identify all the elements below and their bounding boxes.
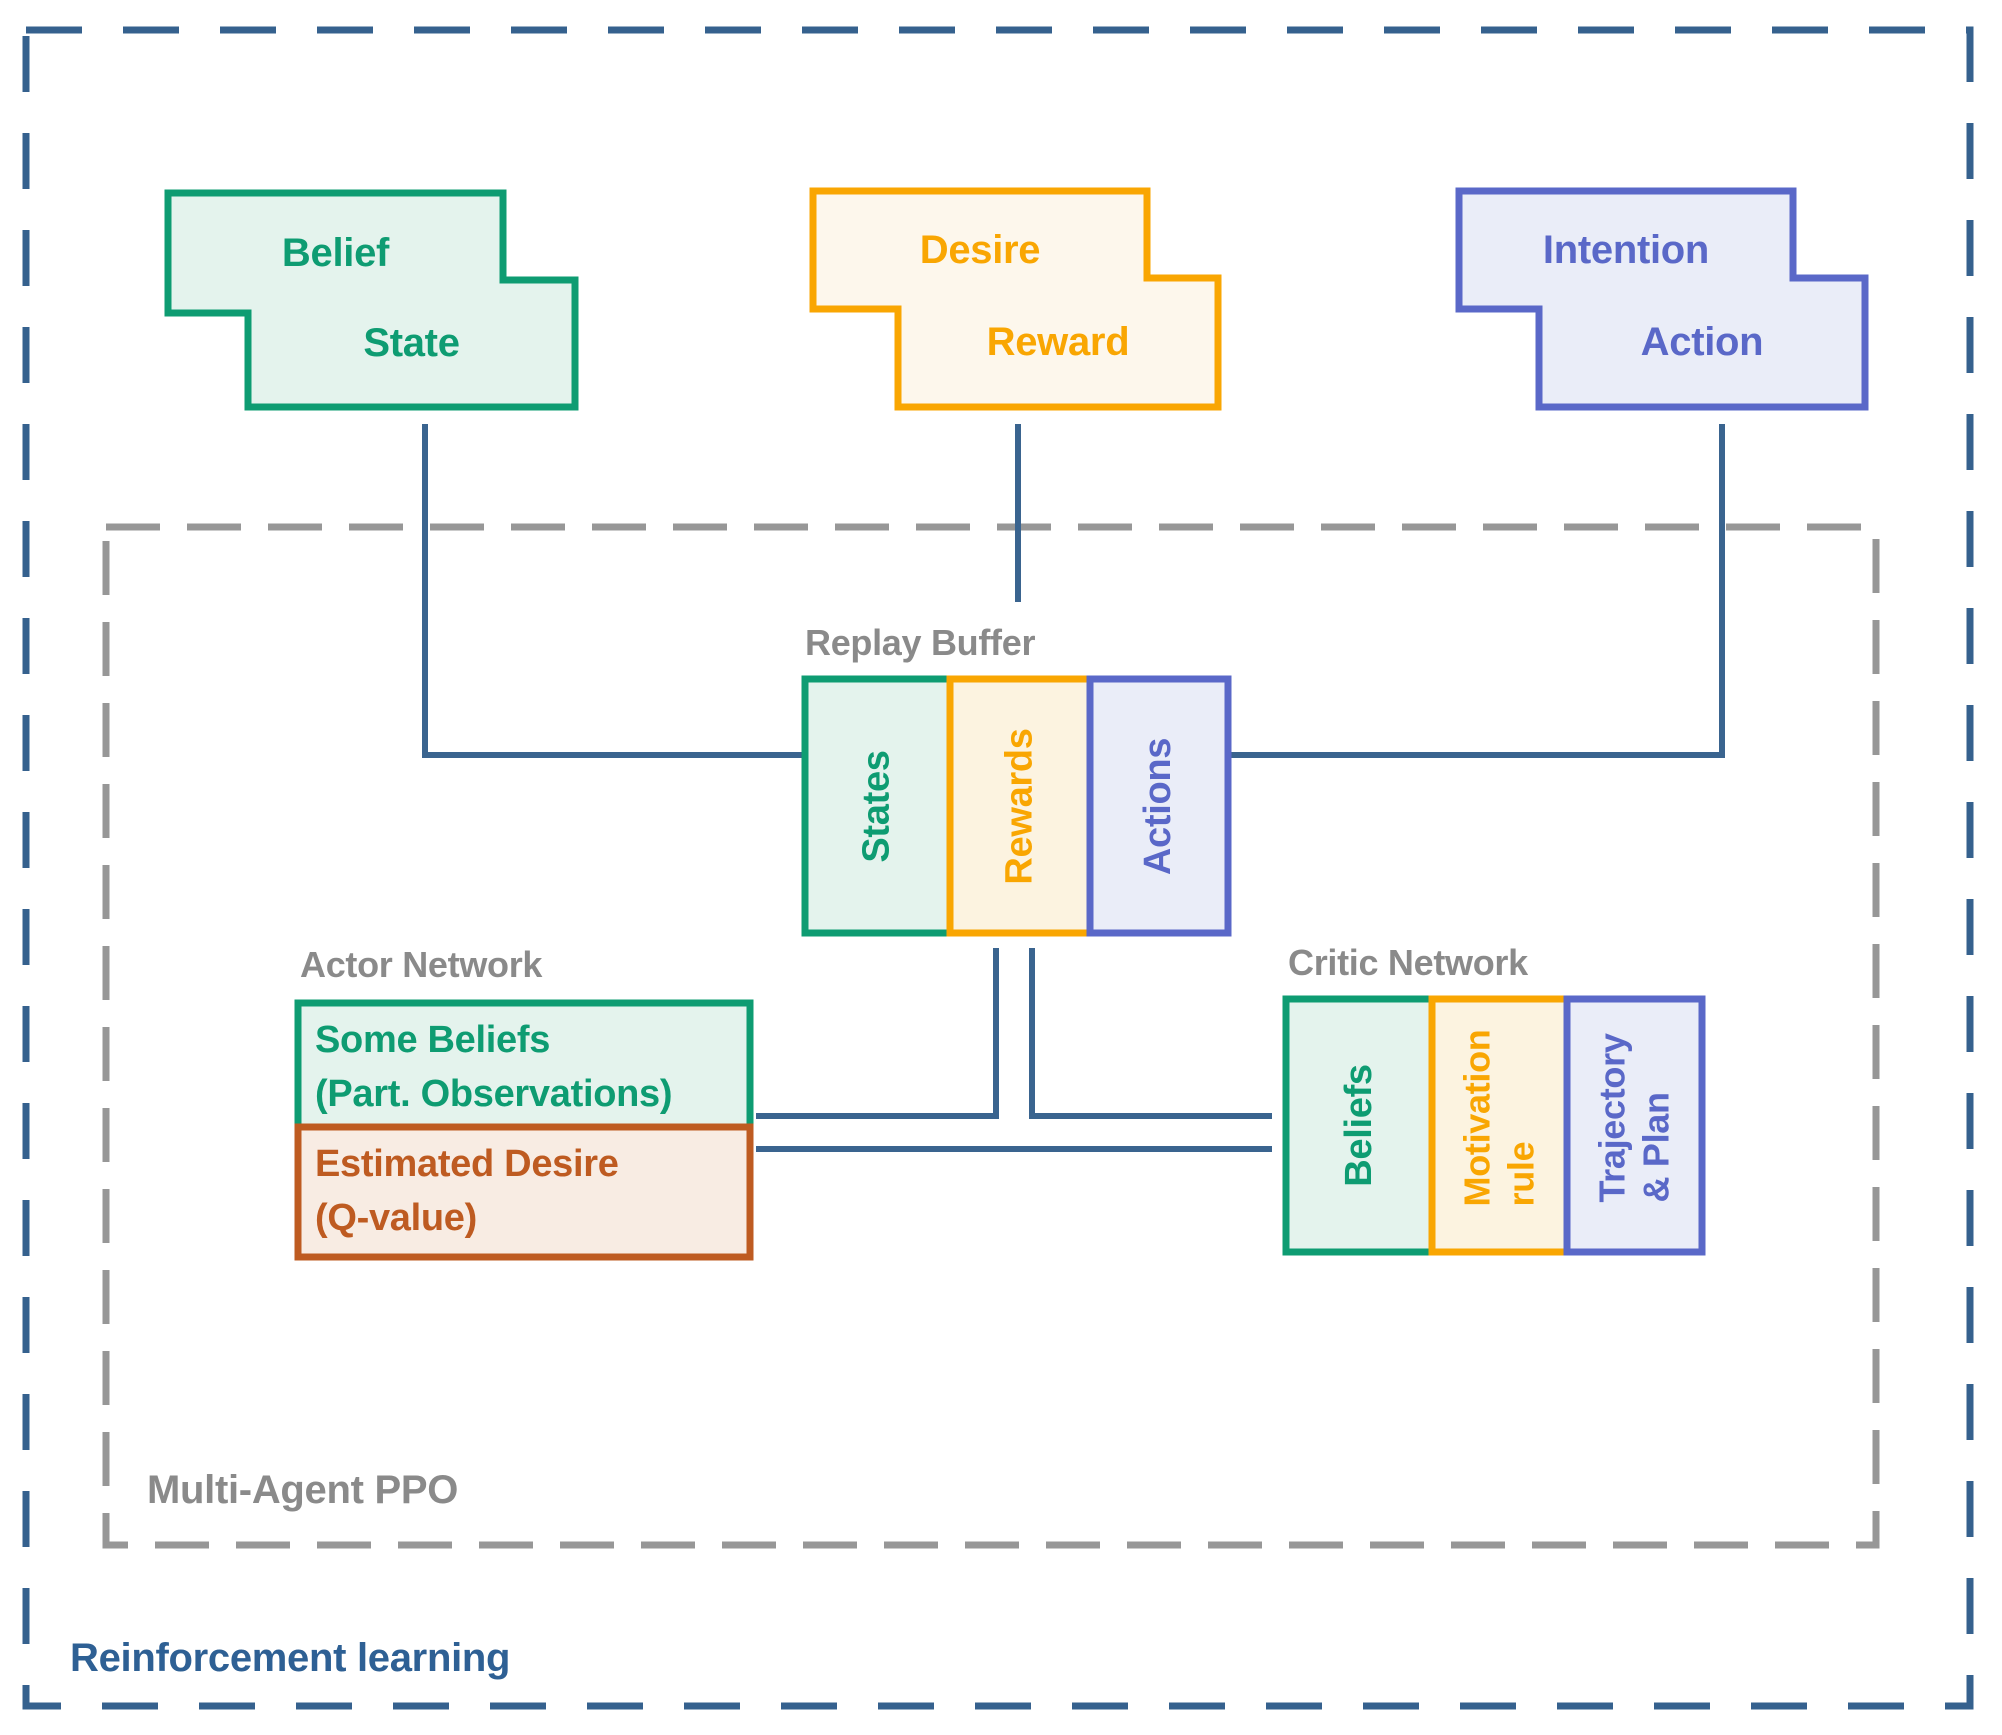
replay-buffer-label: Replay Buffer: [805, 622, 1036, 663]
states-label: States: [855, 749, 898, 863]
rewards-label: Rewards: [998, 727, 1041, 885]
reinforcement-learning-frame: [22, 26, 1974, 1710]
actions-label: Actions: [1137, 737, 1180, 875]
replay-states-cell: States: [805, 679, 950, 933]
reinforcement-learning-label: Reinforcement learning: [70, 1636, 511, 1680]
critic-motivation-box: [1428, 995, 1571, 1256]
critic-network-label: Critic Network: [1288, 942, 1528, 983]
state-label: State: [363, 321, 460, 365]
replay-actions-cell: Actions: [1090, 679, 1228, 933]
beliefs-label: Beliefs: [1337, 1064, 1380, 1187]
desire-reward-shape: [809, 187, 1222, 411]
actor-beliefs-line2: (Part. Observations): [315, 1073, 673, 1115]
trajectory-plan-label: Trajectory & Plan: [1591, 1032, 1677, 1203]
connector-buffer-to-critic: [1029, 948, 1272, 1119]
connector-buffer-to-actor: [756, 948, 999, 1119]
multi-agent-ppo-label: Multi-Agent PPO: [147, 1468, 459, 1512]
motivation-rule-label: Motivation rule: [1456, 1029, 1542, 1206]
actor-beliefs-text: Some Beliefs (Part. Observations): [298, 1003, 750, 1127]
replay-states-box: [801, 675, 954, 937]
actor-desire-text: Estimated Desire (Q-value): [298, 1127, 750, 1257]
action-label: Action: [1640, 320, 1764, 364]
actor-desire-line2: (Q-value): [315, 1197, 477, 1239]
intention-action-shape: [1455, 187, 1869, 411]
intention-label: Intention: [1542, 227, 1710, 272]
connector-lines: [422, 424, 1725, 1152]
replay-actions-box: [1086, 675, 1232, 937]
critic-motivation-cell: Motivation rule: [1432, 999, 1567, 1252]
critic-beliefs-cell: Beliefs: [1286, 999, 1432, 1252]
replay-rewards-box: [946, 675, 1094, 937]
actor-desire-line1: Estimated Desire: [315, 1143, 619, 1185]
critic-trajectory-box: [1563, 995, 1706, 1256]
actor-desire-box: [294, 1123, 754, 1261]
actor-beliefs-line1: Some Beliefs: [315, 1019, 551, 1061]
actor-beliefs-box: [294, 999, 754, 1131]
belief-state-shape: [164, 189, 579, 411]
multi-agent-ppo-frame: [102, 523, 1880, 1549]
actor-network-label: Actor Network: [300, 944, 543, 985]
critic-trajectory-cell: Trajectory & Plan: [1567, 999, 1702, 1252]
replay-rewards-cell: Rewards: [950, 679, 1090, 933]
connector-intention-to-buffer: [1226, 424, 1725, 758]
desire-label: Desire: [919, 227, 1041, 272]
connector-belief-to-buffer: [422, 424, 807, 758]
reward-label: Reward: [986, 320, 1130, 364]
belief-label: Belief: [281, 230, 390, 275]
